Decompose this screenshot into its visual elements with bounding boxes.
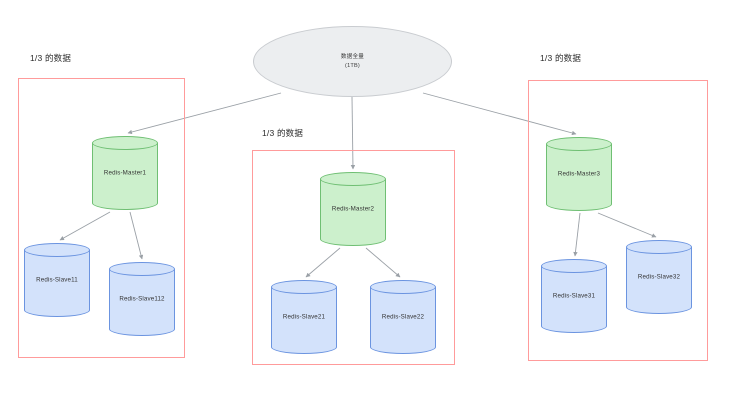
cylinder-body bbox=[370, 287, 436, 347]
data-total-line2: (1TB) bbox=[345, 62, 360, 69]
node-redis-slave31[interactable]: Redis-Slave31 bbox=[541, 259, 607, 333]
node-label: Redis-Master1 bbox=[103, 169, 147, 177]
node-label: Redis-Slave32 bbox=[637, 273, 681, 281]
node-redis-slave11[interactable]: Redis-Slave11 bbox=[24, 243, 90, 317]
cylinder-top bbox=[546, 137, 612, 151]
cylinder-body bbox=[626, 247, 692, 307]
shard-label-left: 1/3 的数据 bbox=[30, 53, 72, 63]
cylinder-top bbox=[109, 262, 175, 276]
cylinder-body bbox=[541, 266, 607, 326]
cylinder-top bbox=[370, 280, 436, 294]
cylinder-body bbox=[271, 287, 337, 347]
node-label: Redis-Master3 bbox=[557, 170, 601, 178]
shard-label-middle: 1/3 的数据 bbox=[262, 128, 304, 138]
cylinder-top bbox=[271, 280, 337, 294]
node-redis-slave112[interactable]: Redis-Slave112 bbox=[109, 262, 175, 336]
cylinder-body bbox=[109, 269, 175, 329]
node-redis-master2[interactable]: Redis-Master2 bbox=[320, 172, 386, 246]
cylinder-top bbox=[541, 259, 607, 273]
node-label: Redis-Slave22 bbox=[381, 313, 425, 321]
shard-box-middle bbox=[252, 150, 455, 365]
cylinder-body bbox=[24, 250, 90, 310]
node-label: Redis-Slave21 bbox=[282, 313, 326, 321]
node-redis-master1[interactable]: Redis-Master1 bbox=[92, 136, 158, 210]
node-label: Redis-Slave112 bbox=[119, 295, 165, 303]
data-total-line1: 数据全量 bbox=[340, 53, 365, 60]
cylinder-body bbox=[92, 143, 158, 203]
node-redis-slave32[interactable]: Redis-Slave32 bbox=[626, 240, 692, 314]
shard-box-left bbox=[18, 78, 185, 358]
data-total-ellipse[interactable]: 数据全量 (1TB) bbox=[253, 26, 452, 97]
cylinder-top bbox=[626, 240, 692, 254]
node-redis-master3[interactable]: Redis-Master3 bbox=[546, 137, 612, 211]
shard-label-right: 1/3 的数据 bbox=[540, 53, 582, 63]
cylinder-body bbox=[546, 144, 612, 204]
cylinder-top bbox=[24, 243, 90, 257]
cylinder-top bbox=[320, 172, 386, 186]
node-label: Redis-Slave31 bbox=[552, 292, 596, 300]
node-label: Redis-Master2 bbox=[331, 205, 375, 213]
cylinder-body bbox=[320, 179, 386, 239]
node-redis-slave21[interactable]: Redis-Slave21 bbox=[271, 280, 337, 354]
shard-box-right bbox=[528, 80, 708, 361]
node-redis-slave22[interactable]: Redis-Slave22 bbox=[370, 280, 436, 354]
node-label: Redis-Slave11 bbox=[36, 276, 78, 284]
cylinder-top bbox=[92, 136, 158, 150]
